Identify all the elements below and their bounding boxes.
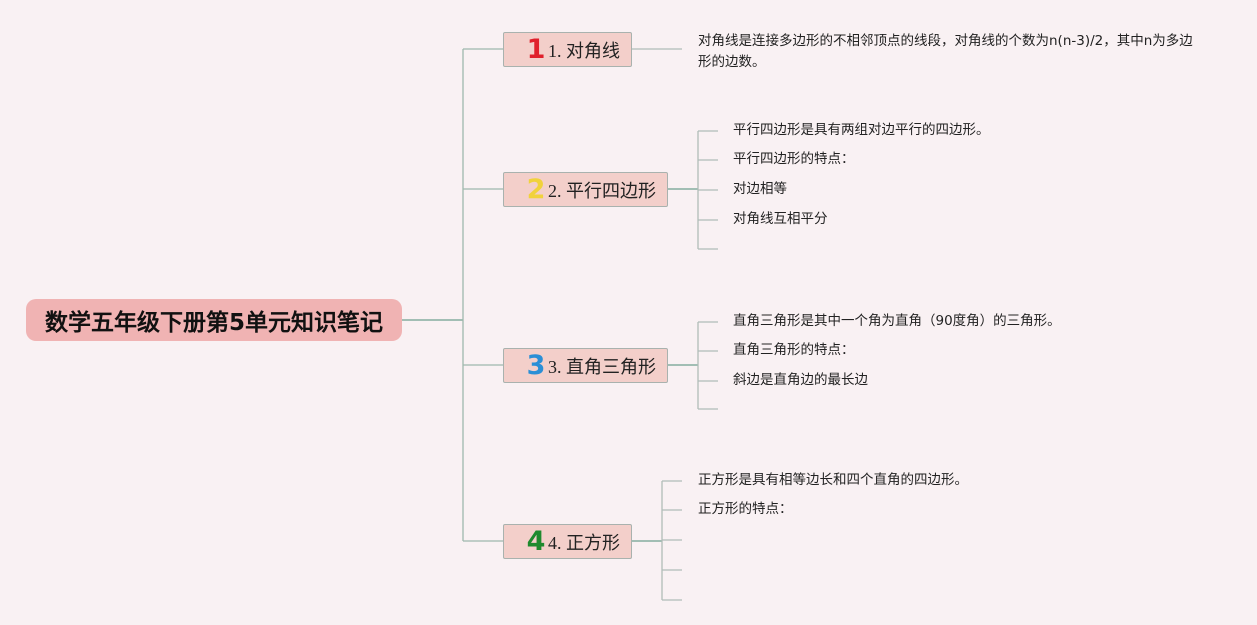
branch-label: 3. 直角三角形 <box>548 356 656 377</box>
root-title: 数学五年级下册第5单元知识笔记 <box>44 310 383 336</box>
note-square-features: 正方形的特点： <box>698 501 793 517</box>
branch-right-triangle[interactable]: 3 3. 直角三角形 <box>503 348 668 383</box>
note-right-triangle-hypotenuse: 斜边是直角边的最长边 <box>733 372 868 388</box>
branch-diagonal[interactable]: 1 1. 对角线 <box>503 32 632 67</box>
note-diagonal-definition: 对角线是连接多边形的不相邻顶点的线段，对角线的个数为n(n-3)/2，其中n为多… <box>698 33 1193 70</box>
number-4-icon: 4 <box>526 526 546 557</box>
branch-parallelogram[interactable]: 2 2. 平行四边形 <box>503 172 668 207</box>
note-right-triangle-definition: 直角三角形是其中一个角为直角（90度角）的三角形。 <box>733 313 1061 329</box>
note-parallelogram-diagonals: 对角线互相平分 <box>733 211 828 227</box>
branch-label: 2. 平行四边形 <box>548 180 656 201</box>
note-parallelogram-opposite-sides: 对边相等 <box>733 181 787 197</box>
number-2-icon: 2 <box>526 174 546 205</box>
branch-square[interactable]: 4 4. 正方形 <box>503 524 632 559</box>
number-1-icon: 1 <box>526 34 546 65</box>
root-topic[interactable]: 数学五年级下册第5单元知识笔记 <box>26 299 402 341</box>
number-3-icon: 3 <box>526 350 546 381</box>
note-parallelogram-definition: 平行四边形是具有两组对边平行的四边形。 <box>733 122 990 138</box>
branch-label: 1. 对角线 <box>548 40 620 61</box>
branch-label: 4. 正方形 <box>548 532 620 553</box>
note-square-definition: 正方形是具有相等边长和四个直角的四边形。 <box>698 472 968 488</box>
note-parallelogram-features: 平行四边形的特点： <box>733 151 855 167</box>
note-right-triangle-features: 直角三角形的特点： <box>733 342 855 358</box>
